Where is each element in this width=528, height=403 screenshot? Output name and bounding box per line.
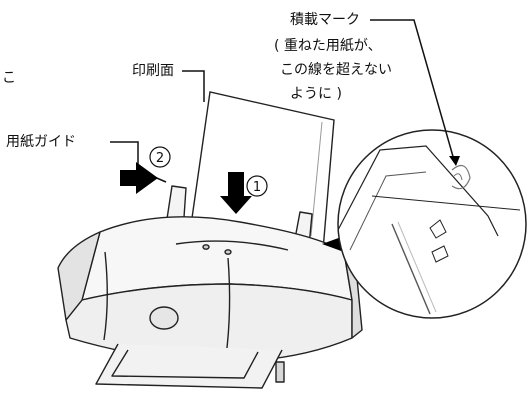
load-limit-note-line-3: ように ) [290, 86, 342, 102]
load-limit-note-line-1: ( 重ねた用紙が、 [274, 38, 382, 54]
step-2-circle [149, 146, 171, 168]
step-1-number: 1 [253, 180, 261, 195]
print-side-label: 印刷面 [132, 63, 174, 79]
cutoff-text-fragment: こ [2, 70, 16, 86]
load-limit-pointer [370, 19, 455, 161]
step-2-number: 2 [156, 151, 164, 166]
step-2-guide-arrow [120, 162, 158, 194]
detail-pointer-arrow [322, 236, 344, 252]
printer-body [57, 185, 363, 389]
load-limit-mark-label: 積載マーク [290, 12, 360, 28]
paper-guide-label: 用紙ガイド [6, 134, 76, 150]
step-1-circle [246, 175, 268, 197]
load-limit-note-line-2: この線を超えない [280, 62, 392, 78]
step-1-insert-arrow [220, 172, 252, 214]
load-limit-pointer-head [449, 156, 460, 166]
load-limit-detail-circle [337, 129, 527, 319]
print-side-pointer [182, 70, 205, 102]
